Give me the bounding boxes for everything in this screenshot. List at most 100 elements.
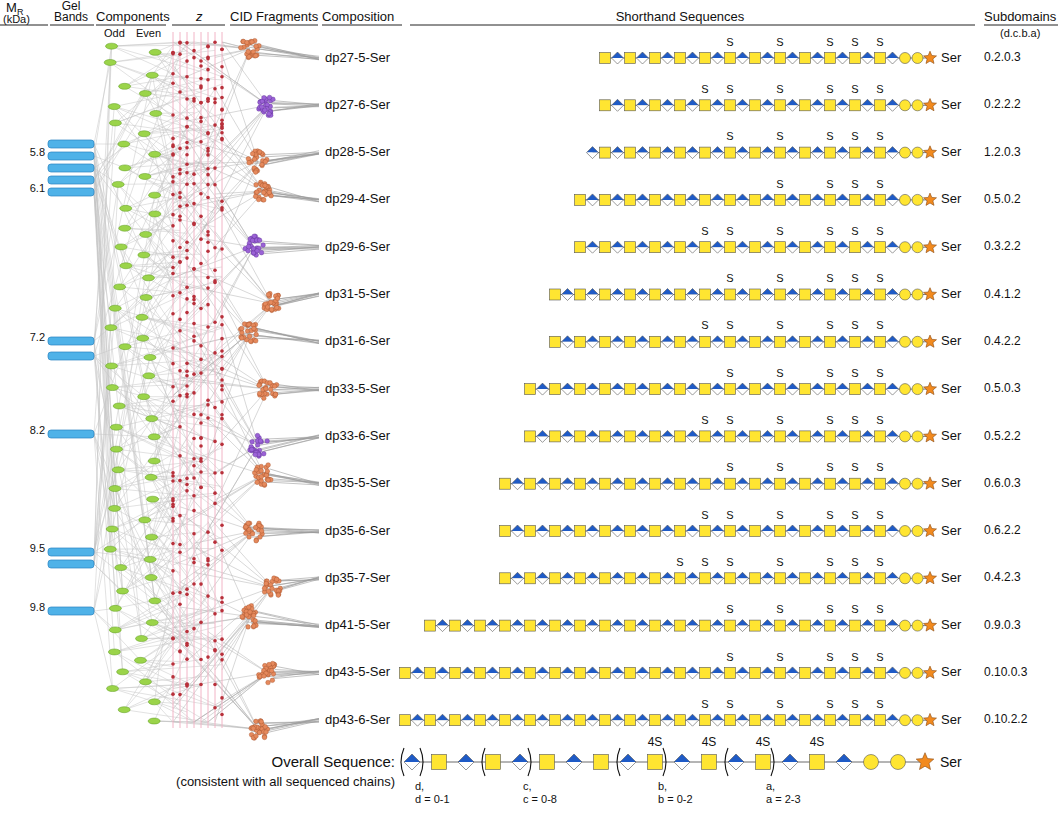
glca-diamond	[587, 336, 599, 348]
link-line	[115, 123, 187, 173]
glca-diamond	[737, 383, 749, 395]
fan-line	[261, 473, 319, 482]
fan-line	[251, 719, 319, 732]
fan-line	[262, 474, 319, 484]
gal-circle	[900, 336, 911, 347]
charge-line	[180, 32, 181, 728]
glca-diamond	[587, 241, 599, 253]
cid-fragment-dot	[268, 300, 273, 305]
glca-diamond	[662, 383, 674, 395]
galnac-square	[650, 53, 661, 64]
glca-diamond	[562, 289, 574, 301]
component-ellipse	[149, 192, 161, 198]
link-line	[115, 356, 222, 508]
charge-dot	[185, 203, 189, 207]
glca-diamond	[662, 289, 674, 301]
fan-line	[253, 327, 319, 343]
charge-dot	[220, 47, 224, 51]
gal-circle	[912, 384, 923, 395]
galnac-square	[825, 53, 836, 64]
glca-diamond	[837, 147, 849, 159]
charge-dot	[185, 362, 189, 366]
link-line	[112, 529, 187, 643]
glca-diamond	[712, 289, 724, 295]
fan-line	[201, 531, 254, 604]
charge-dot	[220, 523, 224, 527]
component-ellipse	[149, 598, 161, 604]
glca-diamond	[662, 295, 674, 301]
link-line	[116, 427, 180, 449]
glca-diamond	[712, 99, 724, 111]
glca-diamond	[812, 289, 824, 295]
glca-diamond	[662, 105, 674, 111]
galnac-square	[750, 53, 761, 64]
component-ellipse	[112, 181, 124, 187]
galnac-square	[625, 384, 636, 395]
glca-diamond	[862, 389, 874, 395]
galnac-square	[625, 431, 636, 442]
galnac-square	[700, 53, 711, 64]
glca-diamond	[687, 436, 699, 442]
component-ellipse	[148, 434, 160, 440]
link-line	[115, 205, 187, 308]
glca-diamond	[862, 342, 874, 348]
charge-line	[208, 32, 209, 728]
charge-dot	[171, 51, 175, 55]
link-line	[152, 381, 187, 419]
galnac-square	[850, 431, 861, 442]
glca-diamond	[862, 52, 874, 64]
galnac-square	[875, 147, 886, 158]
cid-fragment-dot	[259, 439, 264, 444]
glca-diamond	[687, 336, 699, 348]
charge-dot	[199, 486, 203, 490]
fan-line	[255, 719, 319, 731]
charge-dot	[213, 706, 217, 710]
glca-diamond	[712, 389, 724, 395]
cid-fragment-dot	[246, 244, 251, 249]
charge-dot	[206, 286, 210, 290]
glca-diamond	[662, 430, 674, 442]
cid-fragment-dot	[273, 392, 278, 397]
charge-dot	[220, 417, 224, 421]
cid-fragment-dot	[255, 480, 260, 485]
charge-dot	[185, 477, 189, 481]
glca-diamond	[837, 436, 849, 442]
glca-diamond	[762, 295, 774, 301]
galnac-square	[875, 242, 886, 253]
charge-dot	[171, 113, 175, 117]
link-line	[121, 528, 173, 568]
glca-diamond	[637, 99, 649, 111]
charge-dot	[220, 122, 224, 126]
cid-fragment-dot	[257, 453, 262, 458]
charge-dot	[178, 591, 182, 595]
glca-diamond	[837, 194, 849, 200]
glca-diamond	[587, 200, 599, 206]
cid-fragment-dot	[267, 111, 272, 116]
charge-dot	[213, 268, 217, 272]
charge-dot	[199, 344, 203, 348]
glca-diamond	[887, 295, 899, 301]
fan-line	[194, 124, 264, 191]
charge-dot	[192, 49, 196, 53]
glca-diamond	[737, 295, 749, 301]
galnac-square	[800, 147, 811, 158]
galnac-square	[800, 336, 811, 347]
charge-dot	[220, 367, 224, 371]
glca-diamond	[862, 99, 874, 105]
charge-dot	[206, 530, 210, 534]
glca-diamond	[612, 247, 624, 253]
component-ellipse	[108, 649, 120, 655]
charge-dot	[178, 479, 182, 483]
galnac-square	[675, 100, 686, 111]
fan-line	[194, 327, 258, 446]
link-line	[124, 674, 201, 710]
galnac-square	[525, 431, 536, 442]
link-line	[94, 184, 118, 611]
charge-dot	[185, 483, 189, 487]
galnac-square	[850, 53, 861, 64]
fan-line	[258, 189, 319, 202]
galnac-square	[750, 100, 761, 111]
fan-line	[215, 682, 258, 729]
cid-fragment-dot	[251, 613, 256, 618]
glca-diamond	[762, 194, 774, 206]
